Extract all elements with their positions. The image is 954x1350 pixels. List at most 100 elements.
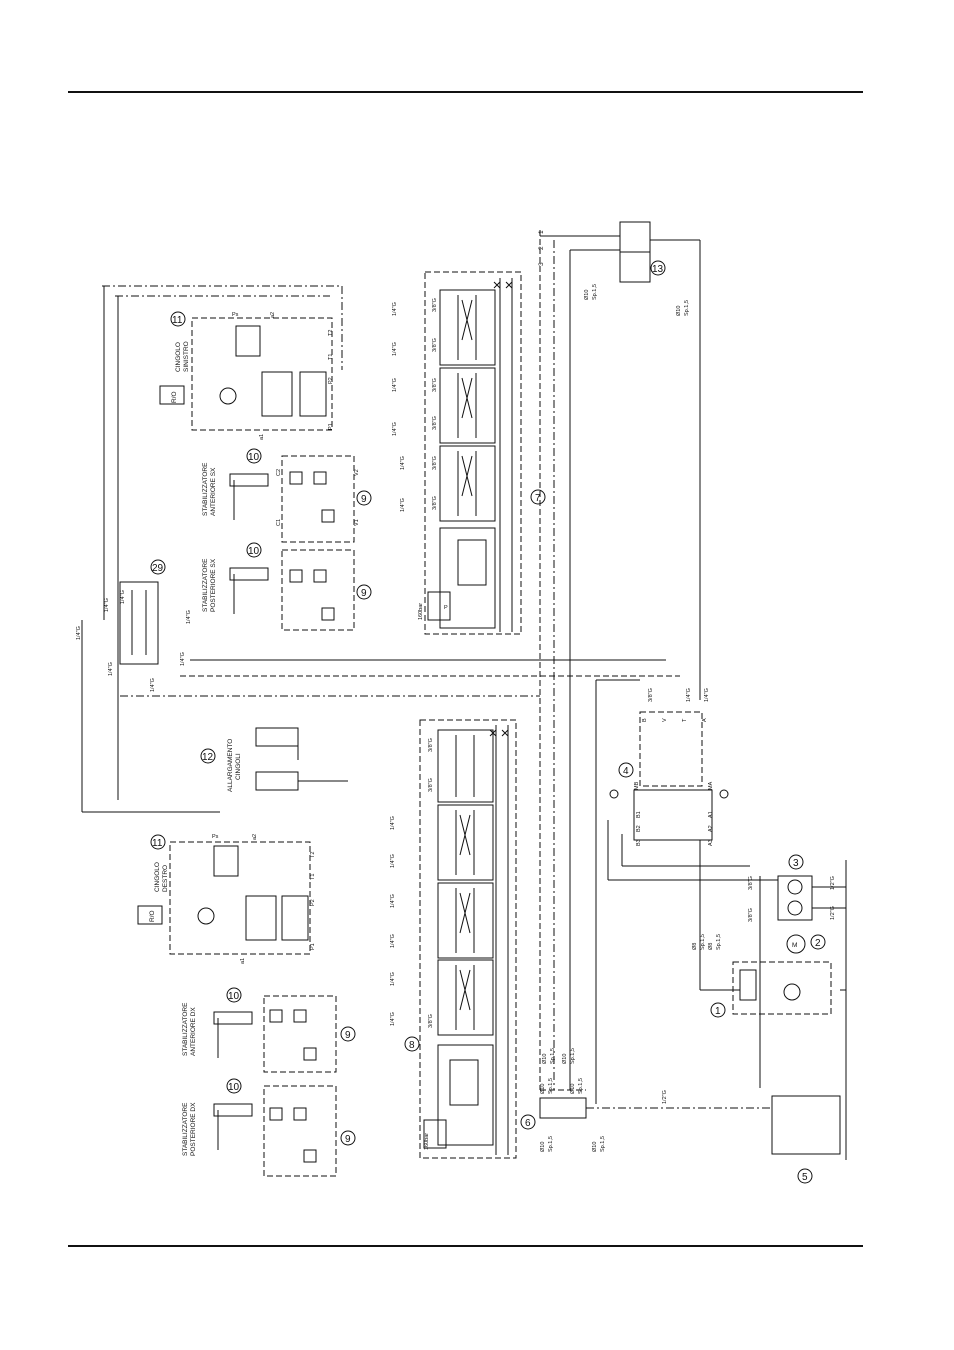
label-cingolo-destro: DESTRO xyxy=(162,865,169,892)
pipe-spec: 1/4"G xyxy=(150,678,156,692)
pipe-spec: 3/8"G xyxy=(748,908,754,922)
label-stabilizer: ANTERIORE SX xyxy=(210,467,217,516)
track-motor-left-11 xyxy=(102,285,343,431)
component-number: 6 xyxy=(525,1118,531,1129)
selector-valve-29 xyxy=(119,559,166,665)
pipe-spec: 3/8"G xyxy=(432,338,438,352)
port-label: T2 xyxy=(310,852,316,858)
pipe-specs: 1/4"G 1/4"G 1/4"G 1/4"G 1/4"G 1/4"G 3/8"… xyxy=(76,284,836,1152)
stabilizer-group-upper xyxy=(229,448,372,631)
distribution-lines xyxy=(81,230,770,1109)
track-widening-cylinders-12 xyxy=(200,727,348,791)
component-number: 5 xyxy=(802,1172,808,1183)
port-label: P1 xyxy=(328,423,334,430)
pipe-spec: 160bar xyxy=(424,1133,430,1150)
pipe-spec: 1/4"G xyxy=(400,498,406,512)
label-stabilizer: POSTERIORE SX xyxy=(210,558,217,612)
label-stabilizer: STABILIZZATORE xyxy=(182,1002,189,1056)
pipe-spec: 1/4"G xyxy=(390,816,396,830)
port-label: A xyxy=(702,718,708,722)
pipe-spec: 3/8"G xyxy=(432,496,438,510)
pipe-spec: 1/4"G xyxy=(392,422,398,436)
label-cingolo-destro: CINGOLO xyxy=(154,862,161,892)
port-label: Ps xyxy=(212,834,219,840)
port-label: MA xyxy=(708,781,714,790)
component-number: 29 xyxy=(152,563,164,574)
pipe-spec: 1/4"G xyxy=(390,1012,396,1026)
component-number: 13 xyxy=(652,264,664,275)
pipe-spec: Sp.1,5 xyxy=(550,1048,556,1064)
pipe-spec: 1/2"G xyxy=(830,876,836,890)
header-rule xyxy=(68,91,863,93)
port-label: P2 xyxy=(328,377,334,384)
pipe-spec: 3/8"G xyxy=(432,378,438,392)
pipe-spec: 1/4"G xyxy=(108,662,114,676)
pipe-spec: 1/4"G xyxy=(392,378,398,392)
pipe-spec: Ø10 xyxy=(540,1142,546,1152)
pipe-spec: Ø10 xyxy=(676,306,682,316)
component-number: 9 xyxy=(345,1134,351,1145)
pipe-spec: 1/4"G xyxy=(104,598,110,612)
valve-bank-7 xyxy=(424,271,546,635)
port-label: P2 xyxy=(310,899,316,906)
port-label: B3 xyxy=(636,839,642,846)
pipe-spec: Ø10 xyxy=(540,1084,546,1094)
port-labels: Ps Ps a1 a2 a1 a2 T1 T2 P1 P2 T1 T2 P1 P… xyxy=(212,312,714,964)
terminal-number: 1 xyxy=(538,230,545,234)
component-number: 1 xyxy=(715,1006,721,1017)
port-label: A3 xyxy=(708,839,714,846)
pipe-spec: Sp.1,5 xyxy=(684,300,690,316)
label-track-widening: ALLARGAMENTO xyxy=(227,739,234,792)
label-cingolo-sinistro: CINGOLO xyxy=(175,342,182,372)
pipe-spec: 1/4"G xyxy=(390,972,396,986)
pipe-spec: Sp.1,5 xyxy=(578,1078,584,1094)
pipe-spec: Ø8 xyxy=(692,943,698,950)
label-stabilizer: STABILIZZATORE xyxy=(202,558,209,612)
pipe-spec: 1/4"G xyxy=(120,590,126,604)
pipe-spec: Ø8 xyxy=(708,943,714,950)
pipe-spec: Sp.1,5 xyxy=(548,1078,554,1094)
port-label: T1 xyxy=(328,354,334,360)
port-label: B2 xyxy=(636,825,642,832)
pipe-spec: 3/8"G xyxy=(432,456,438,470)
port-label: T xyxy=(682,718,688,722)
pipe-spec: Ø10 xyxy=(562,1054,568,1064)
component-number: 8 xyxy=(409,1040,415,1051)
stabilizer-group-lower xyxy=(213,987,356,1177)
pipe-spec: 160bar xyxy=(418,603,424,620)
track-motor-right-11 xyxy=(137,834,311,955)
pipe-spec: Sp.1,5 xyxy=(716,934,722,950)
component-number: 9 xyxy=(361,588,367,599)
label-ro: R/O xyxy=(171,391,178,403)
pipe-spec: 3/8"G xyxy=(428,738,434,752)
port-label: Ps xyxy=(232,312,239,318)
pipe-spec: 3/8"G xyxy=(432,416,438,430)
pipe-spec: 1/4"G xyxy=(392,342,398,356)
solenoid-valve-13 xyxy=(619,221,666,283)
valve-bank-8 xyxy=(404,719,517,1159)
pipe-spec: 1/4"G xyxy=(180,652,186,666)
pipe-spec: Sp.1,5 xyxy=(600,1136,606,1152)
port-label: a2 xyxy=(252,834,258,840)
component-number: 3 xyxy=(793,858,799,869)
pipe-spec: 1/2"G xyxy=(830,906,836,920)
port-label: B1 xyxy=(636,811,642,818)
label-ro: R/O xyxy=(149,910,156,922)
component-number: 10 xyxy=(248,452,260,463)
component-number: 9 xyxy=(361,494,367,505)
pipe-spec: 3/8"G xyxy=(748,876,754,890)
component-number: 10 xyxy=(228,1082,240,1093)
pipe-spec: Ø10 xyxy=(592,1142,598,1152)
pipe-spec: Sp.1,5 xyxy=(548,1136,554,1152)
label-motor: M xyxy=(792,942,797,949)
footer-rule xyxy=(68,1245,863,1247)
label-stabilizer: ANTERIORE DX xyxy=(190,1007,197,1056)
port-label: B xyxy=(642,718,648,722)
component-number: 9 xyxy=(345,1030,351,1041)
pipe-spec: 1/4"G xyxy=(686,688,692,702)
pipe-spec: 3/8"G xyxy=(648,688,654,702)
port-label: A2 xyxy=(708,825,714,832)
port-label: V2 xyxy=(354,469,360,476)
terminal-number: 2 xyxy=(538,246,545,250)
